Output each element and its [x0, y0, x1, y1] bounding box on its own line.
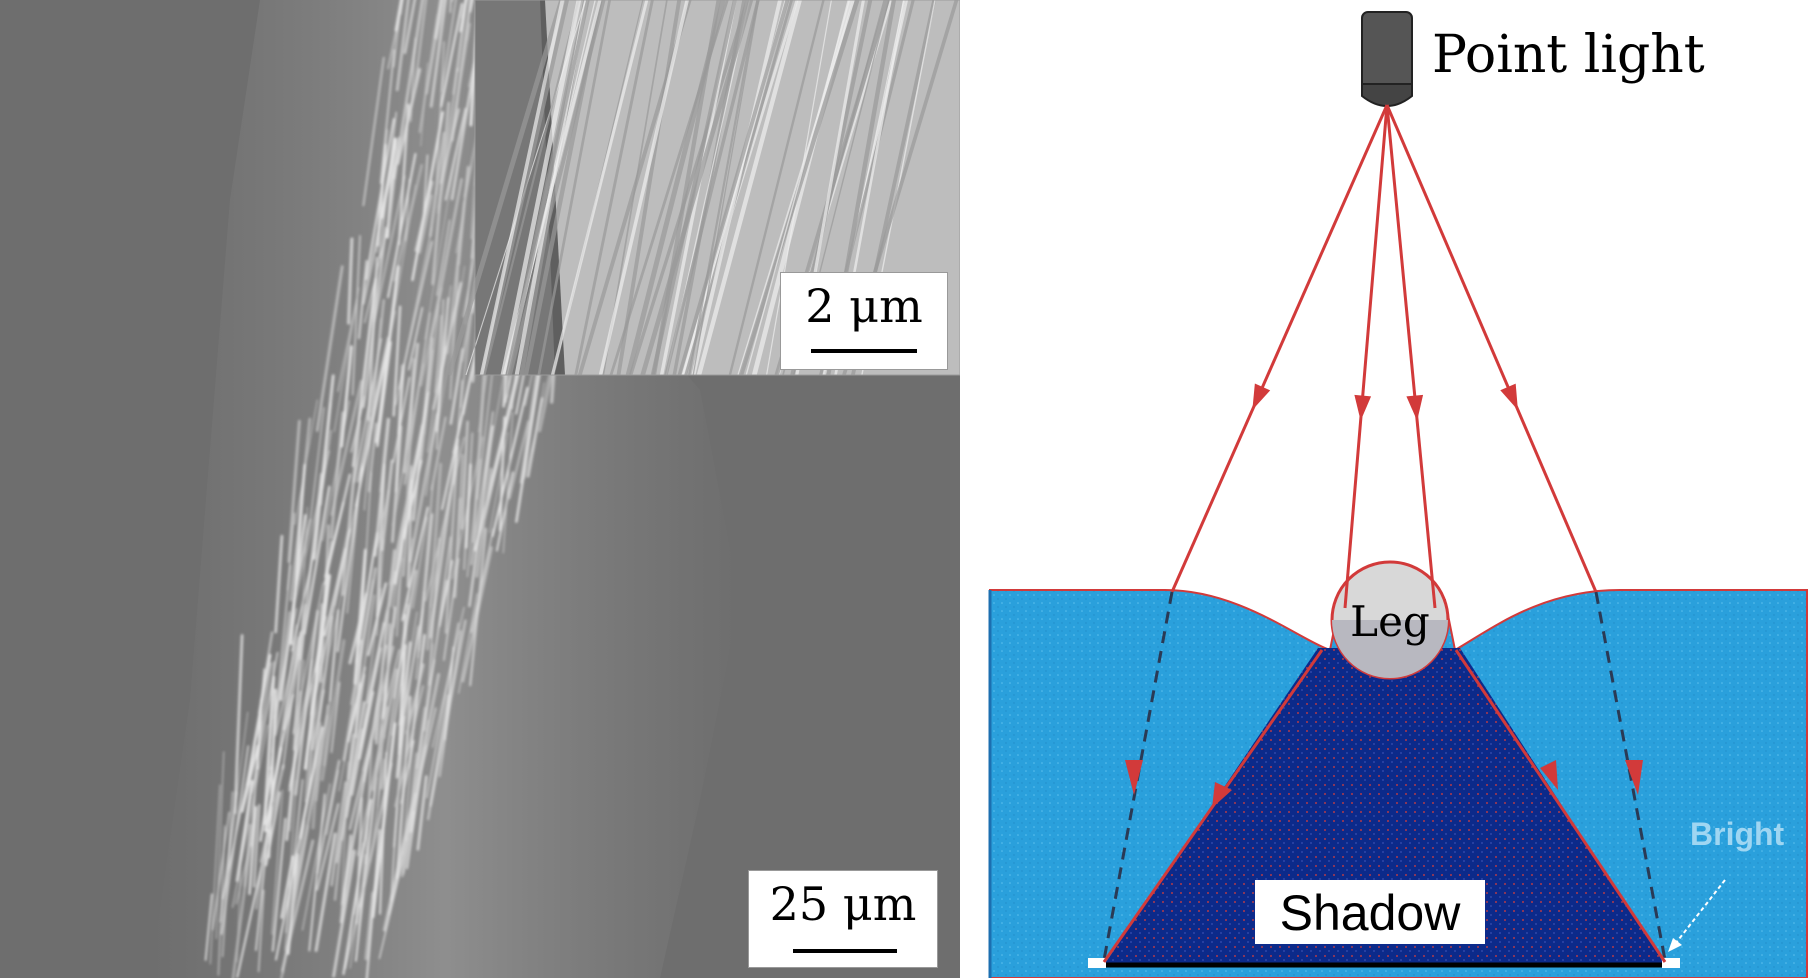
point-light-icon: [1361, 11, 1413, 107]
point-light-label: Point light: [1432, 25, 1705, 85]
main-scale-label: 25 μm: [769, 877, 917, 931]
inset-scale-label: 2 μm: [805, 279, 923, 333]
leg: [1330, 560, 1450, 680]
ray-arrow-2: [1354, 394, 1372, 421]
sem-micrograph: 2 μm 25 μm: [0, 0, 960, 978]
inset-fibers: [446, 0, 959, 376]
ray-3: [1385, 104, 1437, 609]
water-body: [989, 589, 1808, 978]
ray-4: [1385, 104, 1598, 593]
ray-1: [1170, 104, 1389, 593]
shadow-edge-arrows: [1212, 760, 1558, 808]
shadow-label: Shadow: [1280, 885, 1462, 941]
ray-arrow-4: [1500, 383, 1518, 411]
bright-label: Bright: [1690, 816, 1785, 852]
refracted-ray-arrows: [1125, 760, 1643, 795]
ray-2: [1343, 104, 1389, 609]
ray-arrow-1: [1252, 383, 1271, 411]
bright-pointer: [1668, 879, 1726, 952]
refracted-rays: [1102, 591, 1667, 961]
inset-scale-line: [811, 349, 917, 353]
main-scale-line: [793, 949, 897, 953]
light-rays: [1170, 104, 1598, 609]
shadow-edge-rays: [1102, 649, 1667, 963]
inset-scale-bar: 2 μm: [780, 272, 948, 370]
shadow-region: [1104, 648, 1665, 965]
sem-image: [0, 0, 960, 978]
main-scale-bar: 25 μm: [748, 870, 938, 968]
shadow-label-box: [1255, 880, 1485, 944]
ray-arrow-3: [1406, 394, 1424, 421]
leg-label: Leg: [1350, 597, 1430, 646]
